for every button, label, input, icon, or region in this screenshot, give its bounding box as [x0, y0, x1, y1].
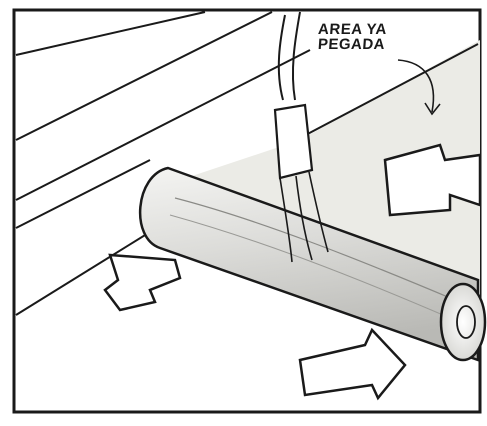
glued-area-label: AREA YA PEGADA — [291, 22, 413, 52]
brush-ferrule — [275, 105, 312, 178]
roll-end — [441, 284, 485, 360]
direction-arrow-left — [105, 255, 180, 310]
glued-area-label-line2: PEGADA — [291, 37, 412, 52]
direction-arrow-forward — [300, 330, 405, 398]
brush-handle — [279, 15, 285, 100]
wall-line-top — [16, 12, 205, 55]
glued-area-label-line1: AREA YA — [292, 22, 413, 37]
